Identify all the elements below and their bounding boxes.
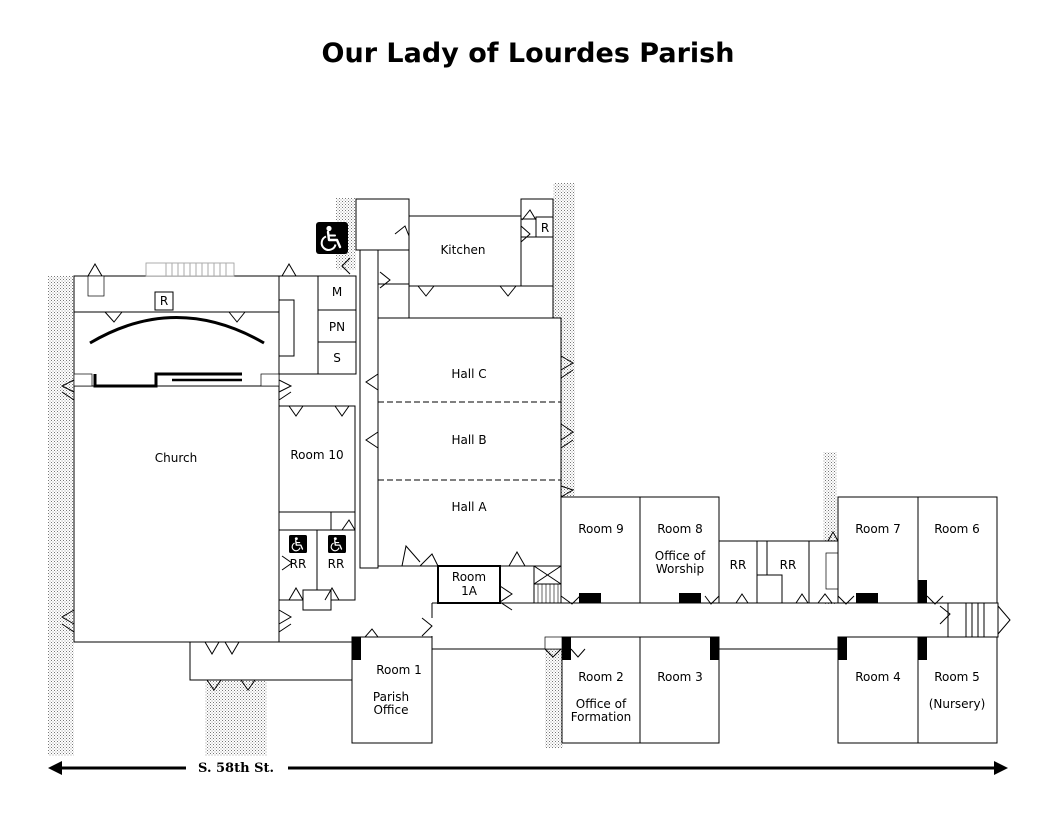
church-block: R Church [73, 262, 353, 681]
room-1a-label-2: 1A [461, 584, 478, 598]
page-title: Our Lady of Lourdes Parish [322, 38, 735, 69]
wheelchair-icon [328, 535, 346, 553]
church-r-label: R [160, 294, 168, 308]
church-label: Church [155, 451, 197, 465]
sacristy-block: M PN S [278, 275, 357, 375]
halls: Hall C Hall B Hall A [377, 316, 562, 567]
south-rooms: Room 1 Parish Office Room 2 Office of Fo… [351, 636, 998, 744]
s-room-label: S [333, 351, 341, 365]
room-6-label: Room 6 [934, 522, 980, 536]
room-2-sub-2: Formation [571, 710, 632, 724]
room-3-label: Room 3 [657, 670, 703, 684]
room-1-sub-2: Office [373, 703, 408, 717]
room-10: Room 10 [278, 405, 356, 531]
room-1-label: Room 1 [376, 663, 422, 677]
room-9-label: Room 9 [578, 522, 624, 536]
kitchen-block: R Kitchen [355, 198, 554, 569]
room-2-sub-1: Office of [576, 697, 627, 711]
room-8-sub-1: Office of [655, 549, 706, 563]
room-10-label: Room 10 [290, 448, 343, 462]
rr-left-2-label: RR [328, 557, 345, 571]
room-7-label: Room 7 [855, 522, 901, 536]
rr-left-1-label: RR [290, 557, 307, 571]
room-8-label: Room 8 [657, 522, 703, 536]
hall-a-label: Hall A [451, 500, 487, 514]
wheelchair-icon [316, 222, 348, 254]
room-4-label: Room 4 [855, 670, 901, 684]
mech-room-label: M [332, 285, 342, 299]
door-swings [60, 209, 1011, 691]
room-1-sub-1: Parish [373, 690, 409, 704]
street-arrow: S. 58th St. [48, 761, 1008, 776]
room-1a-label-1: Room [452, 570, 486, 584]
room-2-label: Room 2 [578, 670, 624, 684]
hall-b-label: Hall B [451, 433, 486, 447]
room-8-sub-2: Worship [656, 562, 704, 576]
rr-right-1-label: RR [730, 558, 747, 572]
left-restrooms: RR RR [278, 529, 356, 611]
room-5-sub: (Nursery) [929, 697, 986, 711]
door-blocks [352, 580, 927, 660]
room-5-label: Room 5 [934, 670, 980, 684]
north-rooms: Room 9 Room 8 Office of Worship RR RR Ro… [560, 496, 998, 604]
room-1a: Room 1A [437, 565, 562, 604]
street-label: S. 58th St. [198, 761, 274, 776]
kitchen-label: Kitchen [440, 243, 485, 257]
hall-c-label: Hall C [451, 367, 486, 381]
pn-room-label: PN [329, 320, 345, 334]
kitchen-r-label: R [541, 221, 549, 235]
wheelchair-icon [289, 535, 307, 553]
rr-right-2-label: RR [780, 558, 797, 572]
